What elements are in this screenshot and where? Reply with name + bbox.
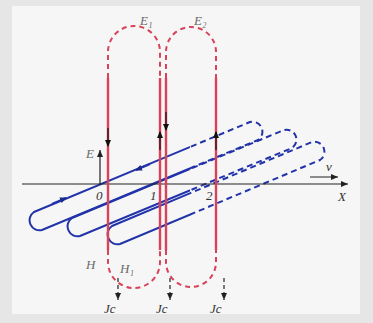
field-label: E (86, 147, 94, 160)
field-label: H (86, 258, 95, 271)
field-label: H₁ (120, 262, 134, 275)
panel-ground (12, 6, 360, 314)
point-number: 1 (150, 189, 157, 202)
current-label: Jc (156, 302, 168, 315)
field-label: E₁ (140, 14, 152, 27)
point-number: 2 (206, 189, 213, 202)
point-number: 0 (96, 189, 103, 202)
current-label: Jc (210, 302, 222, 315)
axis-label: X (338, 190, 346, 203)
field-label: E₂ (194, 14, 206, 27)
velocity-label: v (326, 160, 332, 173)
current-label: Jc (104, 302, 116, 315)
